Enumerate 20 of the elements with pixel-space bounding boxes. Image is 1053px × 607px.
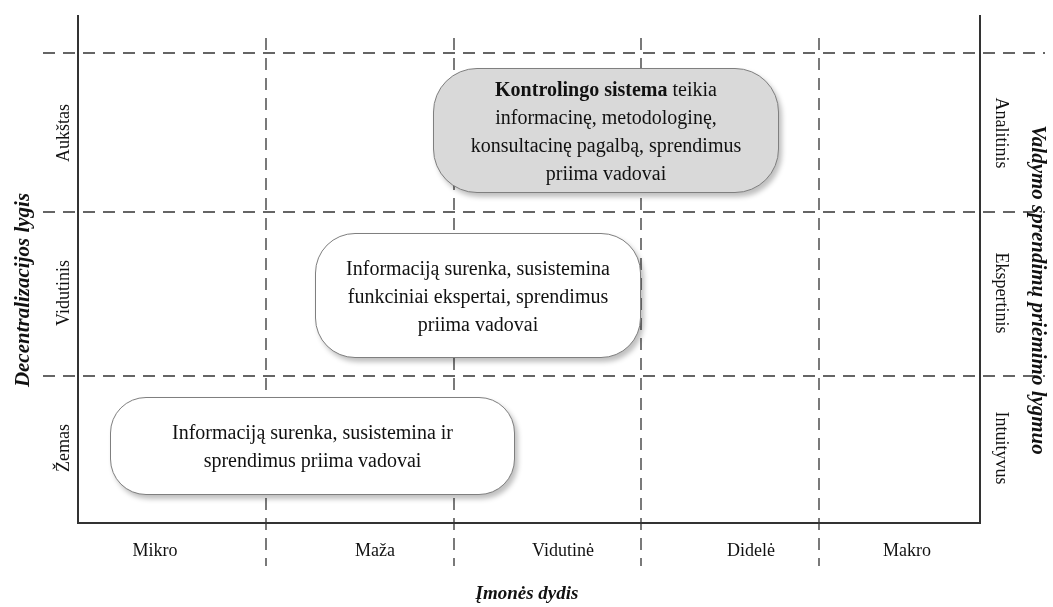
rounded-box [315, 233, 641, 358]
axis-label: Mikro [132, 541, 178, 559]
axis-label: Aukštas [54, 104, 72, 162]
axis-label: Decentralizacijos lygis [11, 192, 33, 388]
box-text: Kontrolingo sistema teikia informacinę, metodologinę, konsultacinę pagalbą, sprendimus priima vadovai [469, 76, 743, 187]
axis-label: Valdymo sprendimų priėmimo lygmuo [1027, 125, 1049, 455]
axis-label: Vidutinė [532, 541, 594, 559]
axis-label: Makro [883, 541, 931, 559]
axis-label: Ekspertinis [993, 252, 1011, 334]
rounded-box [433, 68, 779, 193]
rounded-box [110, 397, 515, 495]
axis-label: Žemas [54, 424, 72, 472]
box-text: Informaciją surenka, susistemina ir sprendimus priima vadovai [171, 420, 454, 474]
box-text: Informaciją surenka, susistemina funkciniai ekspertai, sprendimus priima vadovai [345, 255, 611, 338]
axis-label: Intuityvus [993, 411, 1011, 485]
axis-label: Didelė [727, 541, 775, 559]
axis-label: Analitinis [993, 97, 1011, 169]
axis-label: Vidutinis [54, 260, 72, 326]
axis-label: Maža [355, 541, 395, 559]
axis-label: Įmonės dydis [475, 582, 579, 602]
